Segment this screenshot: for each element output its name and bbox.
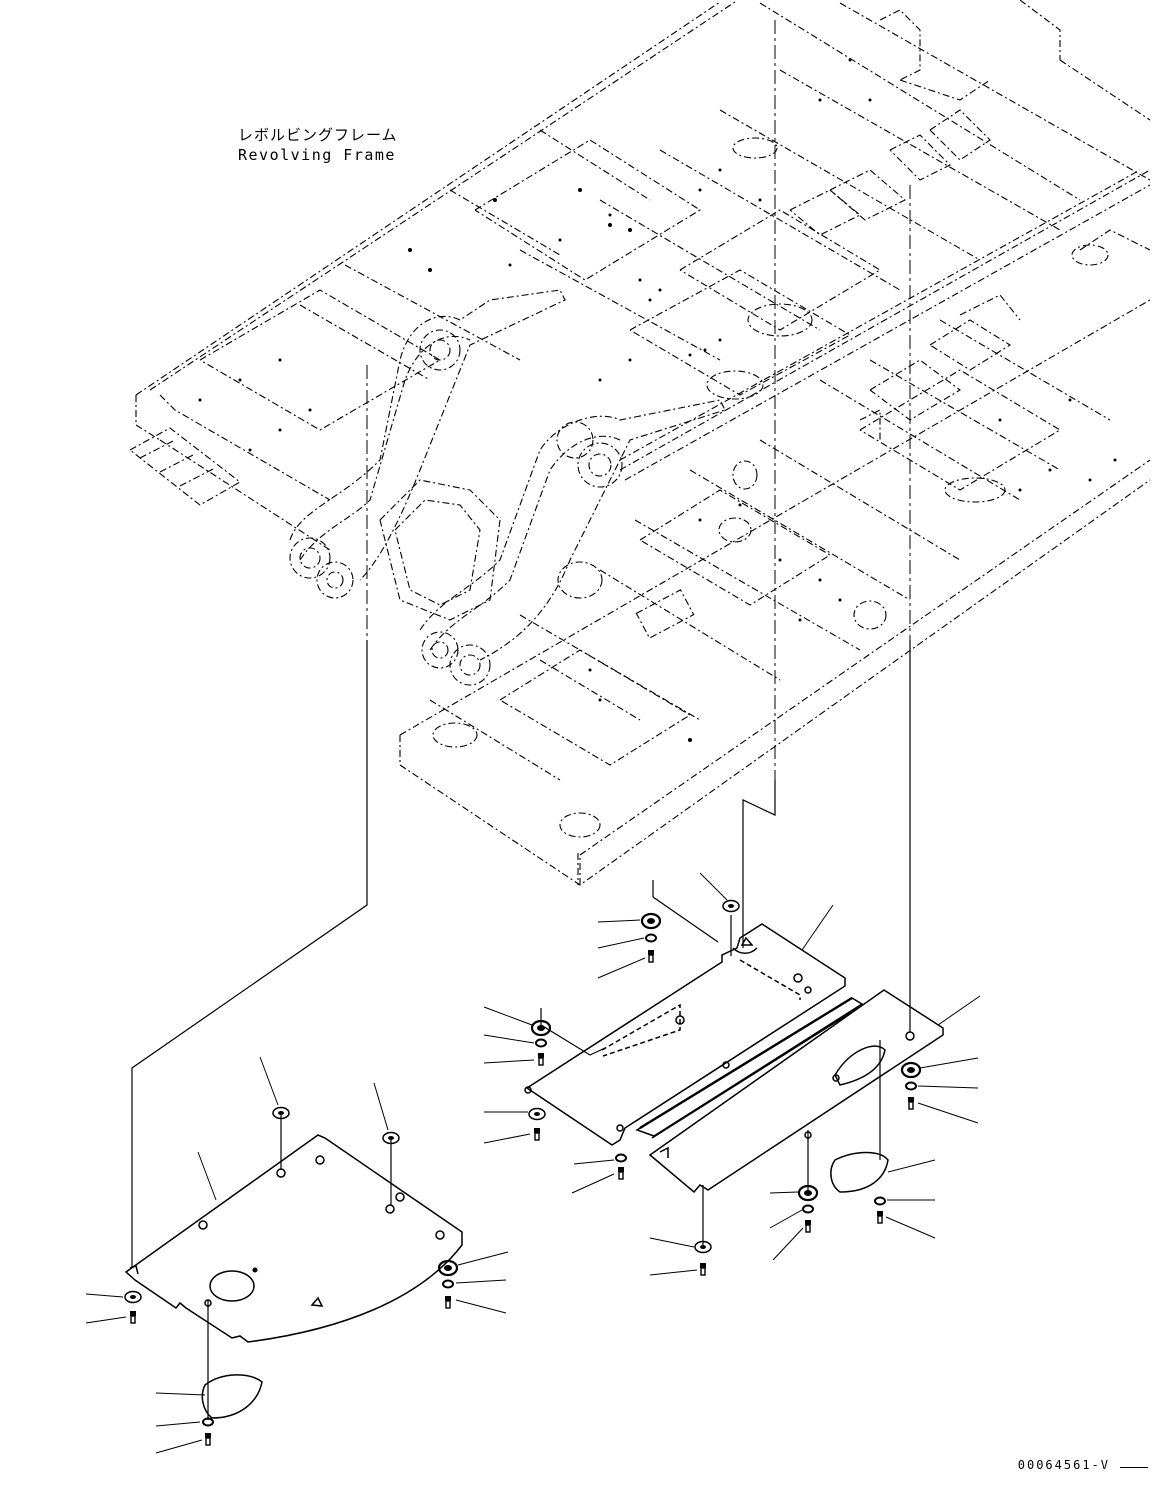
upper-under-cover [524, 923, 846, 1146]
right-under-cover [648, 989, 944, 1194]
center-strip [635, 996, 864, 1139]
center-lines [366, 20, 911, 815]
frame-name-japanese: レボルビングフレーム [238, 126, 398, 144]
drawing-code: 00064561-V [1017, 1458, 1110, 1472]
left-under-cover [124, 1134, 463, 1343]
revolving-frame [129, 0, 1151, 886]
assembly-lines [131, 640, 911, 1420]
fasteners [124, 899, 922, 1446]
frame-name-english: Revolving Frame [238, 146, 396, 164]
frame-holes [198, 58, 1117, 742]
inspection-covers [201, 1045, 889, 1419]
code-underline [1120, 1467, 1148, 1468]
callout-leaders [85, 872, 981, 1454]
